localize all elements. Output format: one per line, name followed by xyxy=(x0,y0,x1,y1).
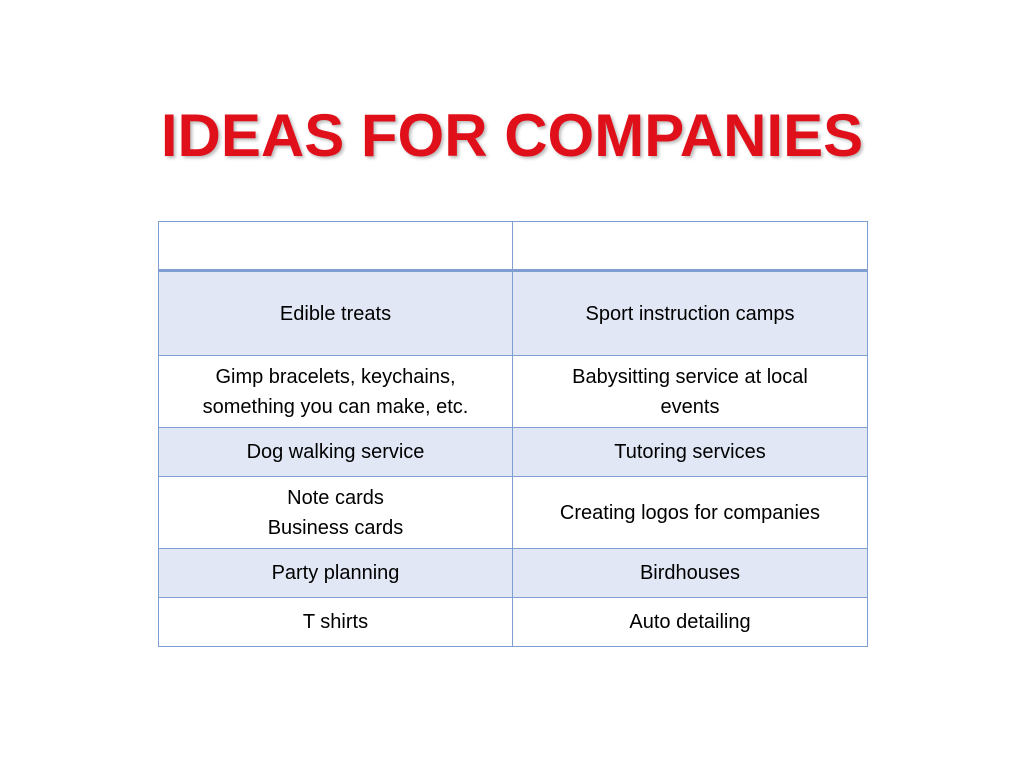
table-cell-left: Edible treats xyxy=(158,270,513,356)
table-cell-right: Birdhouses xyxy=(512,548,868,598)
table-cell-left: Party planning xyxy=(158,548,513,598)
ideas-table: Edible treats Sport instruction camps Gi… xyxy=(158,221,868,647)
cell-text: Business cards xyxy=(267,516,404,539)
table-row: T shirts Auto detailing xyxy=(158,597,868,647)
table-row: Edible treats Sport instruction camps xyxy=(158,270,868,356)
cell-text: Creating logos for companies xyxy=(559,501,821,524)
table-header-cell-1 xyxy=(158,221,513,272)
table-cell-right: Sport instruction camps xyxy=(512,270,868,356)
table-cell-left: Gimp bracelets, keychains, something you… xyxy=(158,355,513,428)
table-row: Party planning Birdhouses xyxy=(158,548,868,598)
table-cell-right: Creating logos for companies xyxy=(512,476,868,549)
cell-text: Babysitting service at local xyxy=(572,366,808,388)
cell-text: T shirts xyxy=(302,611,369,633)
cell-text: Auto detailing xyxy=(629,611,751,633)
table-cell-right: Auto detailing xyxy=(512,597,868,647)
table-cell-left: Note cards Business cards xyxy=(158,476,513,549)
table-cell-left: T shirts xyxy=(158,597,513,647)
cell-text: Birdhouses xyxy=(639,562,741,584)
table-header-row xyxy=(158,221,868,272)
cell-text: Sport instruction camps xyxy=(585,302,795,325)
table-row: Note cards Business cards Creating logos… xyxy=(158,476,868,549)
table-row: Dog walking service Tutoring services xyxy=(158,427,868,477)
table-cell-right: Tutoring services xyxy=(512,427,868,477)
slide-title: IDEAS FOR COMPANIES xyxy=(160,102,864,169)
cell-text: events xyxy=(660,396,720,418)
cell-text: something you can make, etc. xyxy=(202,396,469,418)
table-row: Gimp bracelets, keychains, something you… xyxy=(158,355,868,428)
cell-text: Note cards xyxy=(287,486,384,509)
cell-text: Party planning xyxy=(271,562,400,584)
cell-text: Dog walking service xyxy=(246,441,425,463)
table-cell-left: Dog walking service xyxy=(158,427,513,477)
cell-text: Tutoring services xyxy=(614,441,766,463)
cell-text: Edible treats xyxy=(279,302,392,325)
table-cell-right: Babysitting service at local events xyxy=(512,355,868,428)
cell-text: Gimp bracelets, keychains, xyxy=(215,366,456,388)
table-header-cell-2 xyxy=(512,221,868,272)
